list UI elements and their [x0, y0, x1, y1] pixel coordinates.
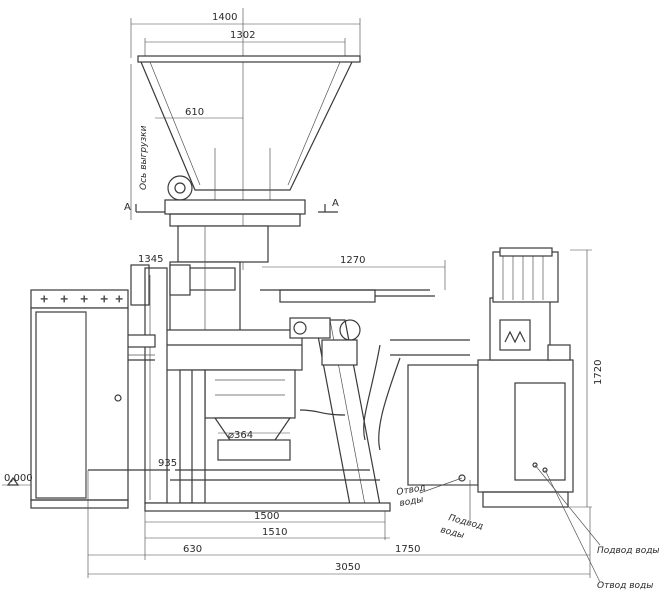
svg-text:+: +: [100, 294, 108, 305]
dim-1270: 1270: [340, 255, 365, 266]
svg-text:+: +: [80, 294, 88, 305]
dim-630: 630: [183, 544, 202, 555]
level-zero: 0,000: [4, 473, 33, 484]
mould: [213, 417, 292, 461]
dim-1510: 1510: [262, 527, 287, 538]
dim-1400: 1400: [212, 12, 237, 23]
dim-1500: 1500: [254, 511, 279, 522]
svg-text:+: +: [40, 294, 48, 305]
dim-3050: 3050: [335, 562, 360, 573]
dim-pipe-364: ⌀364: [228, 430, 253, 441]
water-tank: [363, 339, 479, 486]
dim-1720: 1720: [593, 360, 604, 385]
dim-610: 610: [185, 107, 204, 118]
dim-1345: 1345: [138, 254, 163, 265]
hopper: [137, 55, 361, 227]
svg-text:+: +: [115, 294, 123, 305]
water-inlet-label-2: воды: [439, 525, 465, 541]
lever-arm: [260, 260, 446, 506]
water-inlet-full-label: Подвод воды: [597, 546, 660, 556]
control-cabinet: + + + + +: [30, 289, 129, 509]
bottom-dimension-lines: [87, 470, 591, 578]
dim-1302: 1302: [230, 30, 255, 41]
dim-1750: 1750: [395, 544, 420, 555]
frame-posts: [130, 264, 206, 504]
hydraulic-unit: [477, 247, 574, 508]
svg-text:+: +: [60, 294, 68, 305]
water-outlet-label-2: воды: [399, 495, 425, 509]
section-a-right: А: [332, 198, 339, 209]
water-outlet-full-label: Отвод воды: [597, 581, 653, 591]
axis-unloading-label: Ось выгрузки: [139, 125, 149, 190]
section-a-left: А: [124, 202, 131, 213]
dim-935: 935: [158, 458, 177, 469]
base-frame: [88, 469, 391, 512]
level-mark: [2, 476, 31, 486]
